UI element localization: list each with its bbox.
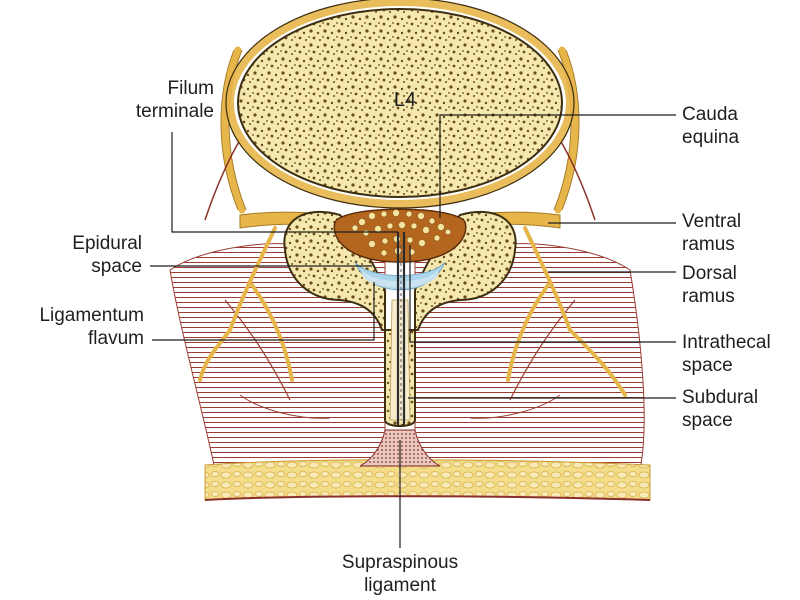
label-line: Dorsal [682,263,737,284]
label-line: space [682,410,733,431]
dorsal-rami [198,226,627,397]
label-line: space [682,355,733,376]
label-cauda-equina: Cauda equina [682,103,792,149]
label-subdural-space: Subdural space [682,386,792,432]
vertebra-label: L4 [394,89,416,111]
label-filum-terminale: Filum terminale [92,77,214,123]
label-line: Subdural [682,387,759,408]
label-line: Epidural [72,233,142,254]
lateral-nerve-trunks [221,46,579,214]
label-line: equina [682,127,740,148]
label-ventral-ramus: Ventral ramus [682,210,792,256]
label-line: ramus [682,234,735,255]
label-epidural-space: Epidural space [30,232,142,278]
label-dorsal-ramus: Dorsal ramus [682,262,792,308]
leader-lines [150,114,676,548]
label-ligamentum-flavum: Ligamentum flavum [0,304,144,350]
label-line: terminale [135,101,214,122]
label-line: Supraspinous [341,552,459,573]
label-line: Cauda [682,104,738,125]
spinal-needle [396,232,406,425]
label-line: Intrathecal [682,332,771,353]
label-line: flavum [88,328,144,349]
label-supraspinous-ligament: Supraspinous ligament [300,551,500,597]
subcutaneous-fat [204,459,651,501]
label-line: ligament [364,575,436,596]
label-line: Filum [167,78,214,99]
label-line: ramus [682,286,735,307]
dural-sac [333,208,467,263]
leader-intrathecal-space [409,245,676,343]
leader-ligamentum-flavum [152,282,375,341]
label-line: space [91,256,142,277]
leader-cauda-equina [439,114,676,218]
label-intrathecal-space: Intrathecal space [682,331,800,377]
label-line: Ventral [682,211,742,232]
leader-filum-terminale [171,132,398,233]
ligamentum-flavum-shape [362,270,438,288]
label-line: Ligamentum [39,305,144,326]
vertebral-body-l4 [225,0,575,209]
